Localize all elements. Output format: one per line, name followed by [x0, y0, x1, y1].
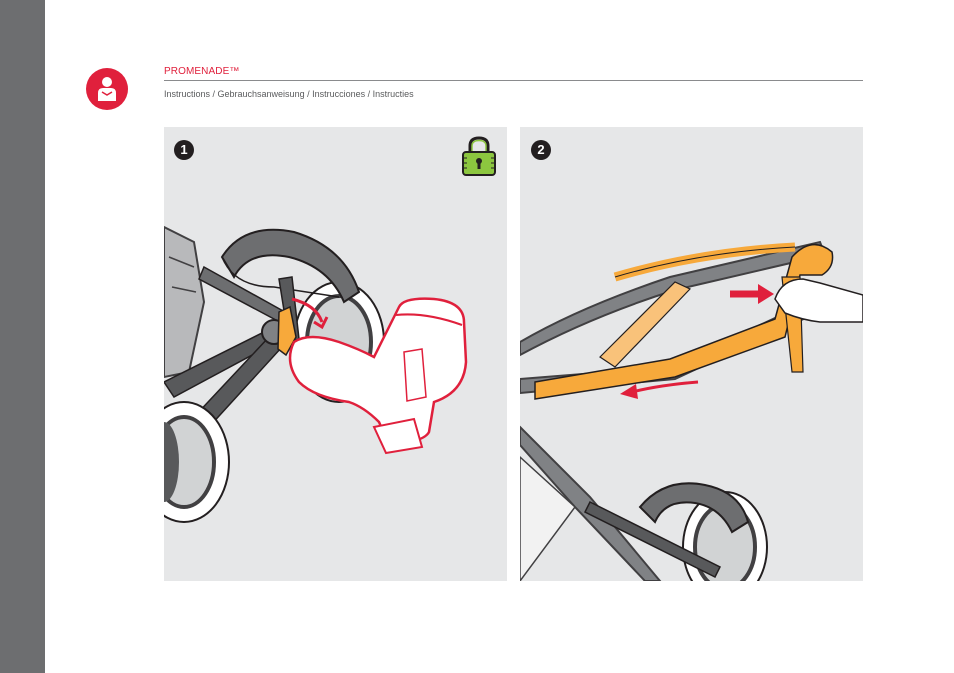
side-bar	[0, 0, 45, 673]
step-number-badge: 1	[174, 140, 194, 160]
person-manual-icon	[86, 68, 128, 110]
step-number-badge: 2	[531, 140, 551, 160]
manual-title: PROMENADE™	[164, 66, 240, 77]
step-1-illustration	[164, 225, 468, 523]
step-2-illustration	[520, 240, 863, 581]
step-1-panel: 1	[164, 127, 507, 581]
step-2-panel: 2	[520, 127, 863, 581]
manual-subtitle: Instructions / Gebrauchsanweisung / Inst…	[164, 89, 414, 99]
header-divider	[164, 80, 863, 81]
lock-icon	[462, 136, 496, 176]
